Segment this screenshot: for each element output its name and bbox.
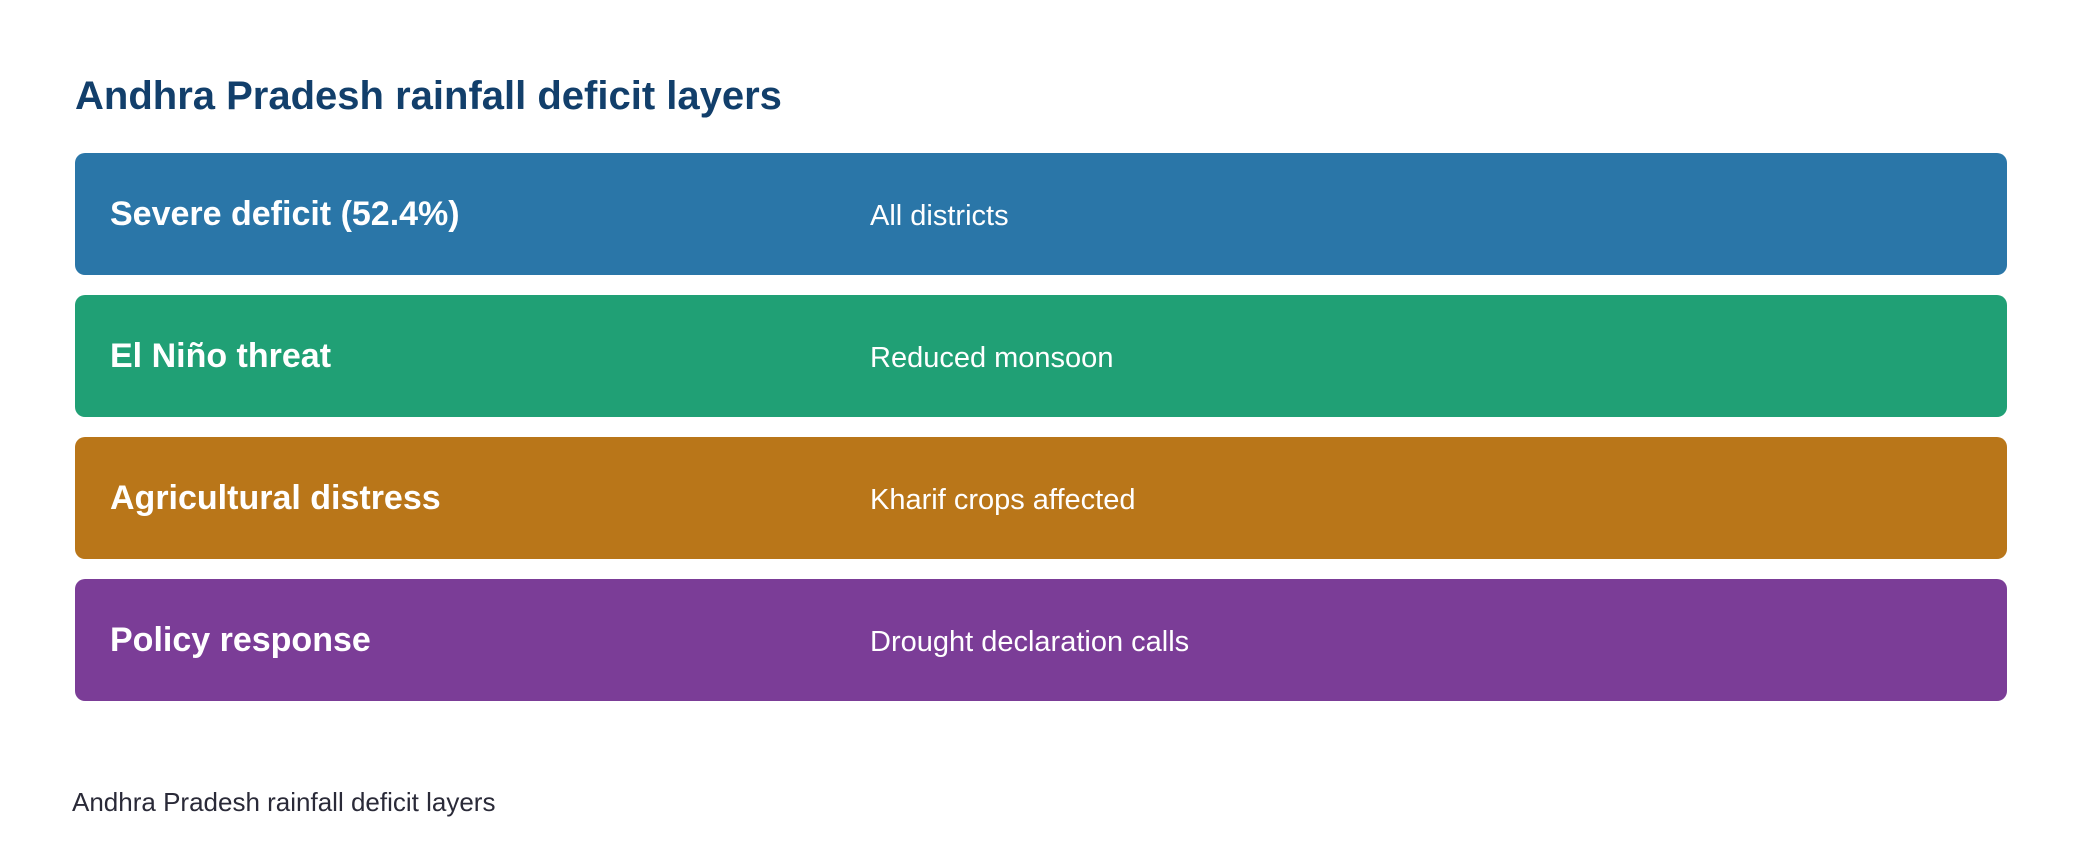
layer-policy-response: Policy response Drought declaration call… <box>75 579 2007 701</box>
layer-label: Agricultural distress <box>110 479 441 517</box>
layer-description: Kharif crops affected <box>870 484 1136 516</box>
layer-description: Reduced monsoon <box>870 342 1114 374</box>
diagram-title: Andhra Pradesh rainfall deficit layers <box>75 74 782 118</box>
layer-label: Policy response <box>110 621 371 659</box>
figure-caption: Andhra Pradesh rainfall deficit layers <box>72 787 496 817</box>
layer-el-nino-threat: El Niño threat Reduced monsoon <box>75 295 2007 417</box>
layer-severe-deficit: Severe deficit (52.4%) All districts <box>75 153 2007 275</box>
layer-label: El Niño threat <box>110 337 332 375</box>
layer-agricultural-distress: Agricultural distress Kharif crops affec… <box>75 437 2007 559</box>
layer-label: Severe deficit (52.4%) <box>110 195 460 233</box>
layer-description: Drought declaration calls <box>870 626 1190 658</box>
layer-description: All districts <box>870 200 1009 232</box>
layer-stack: Severe deficit (52.4%) All districts El … <box>75 153 2007 721</box>
